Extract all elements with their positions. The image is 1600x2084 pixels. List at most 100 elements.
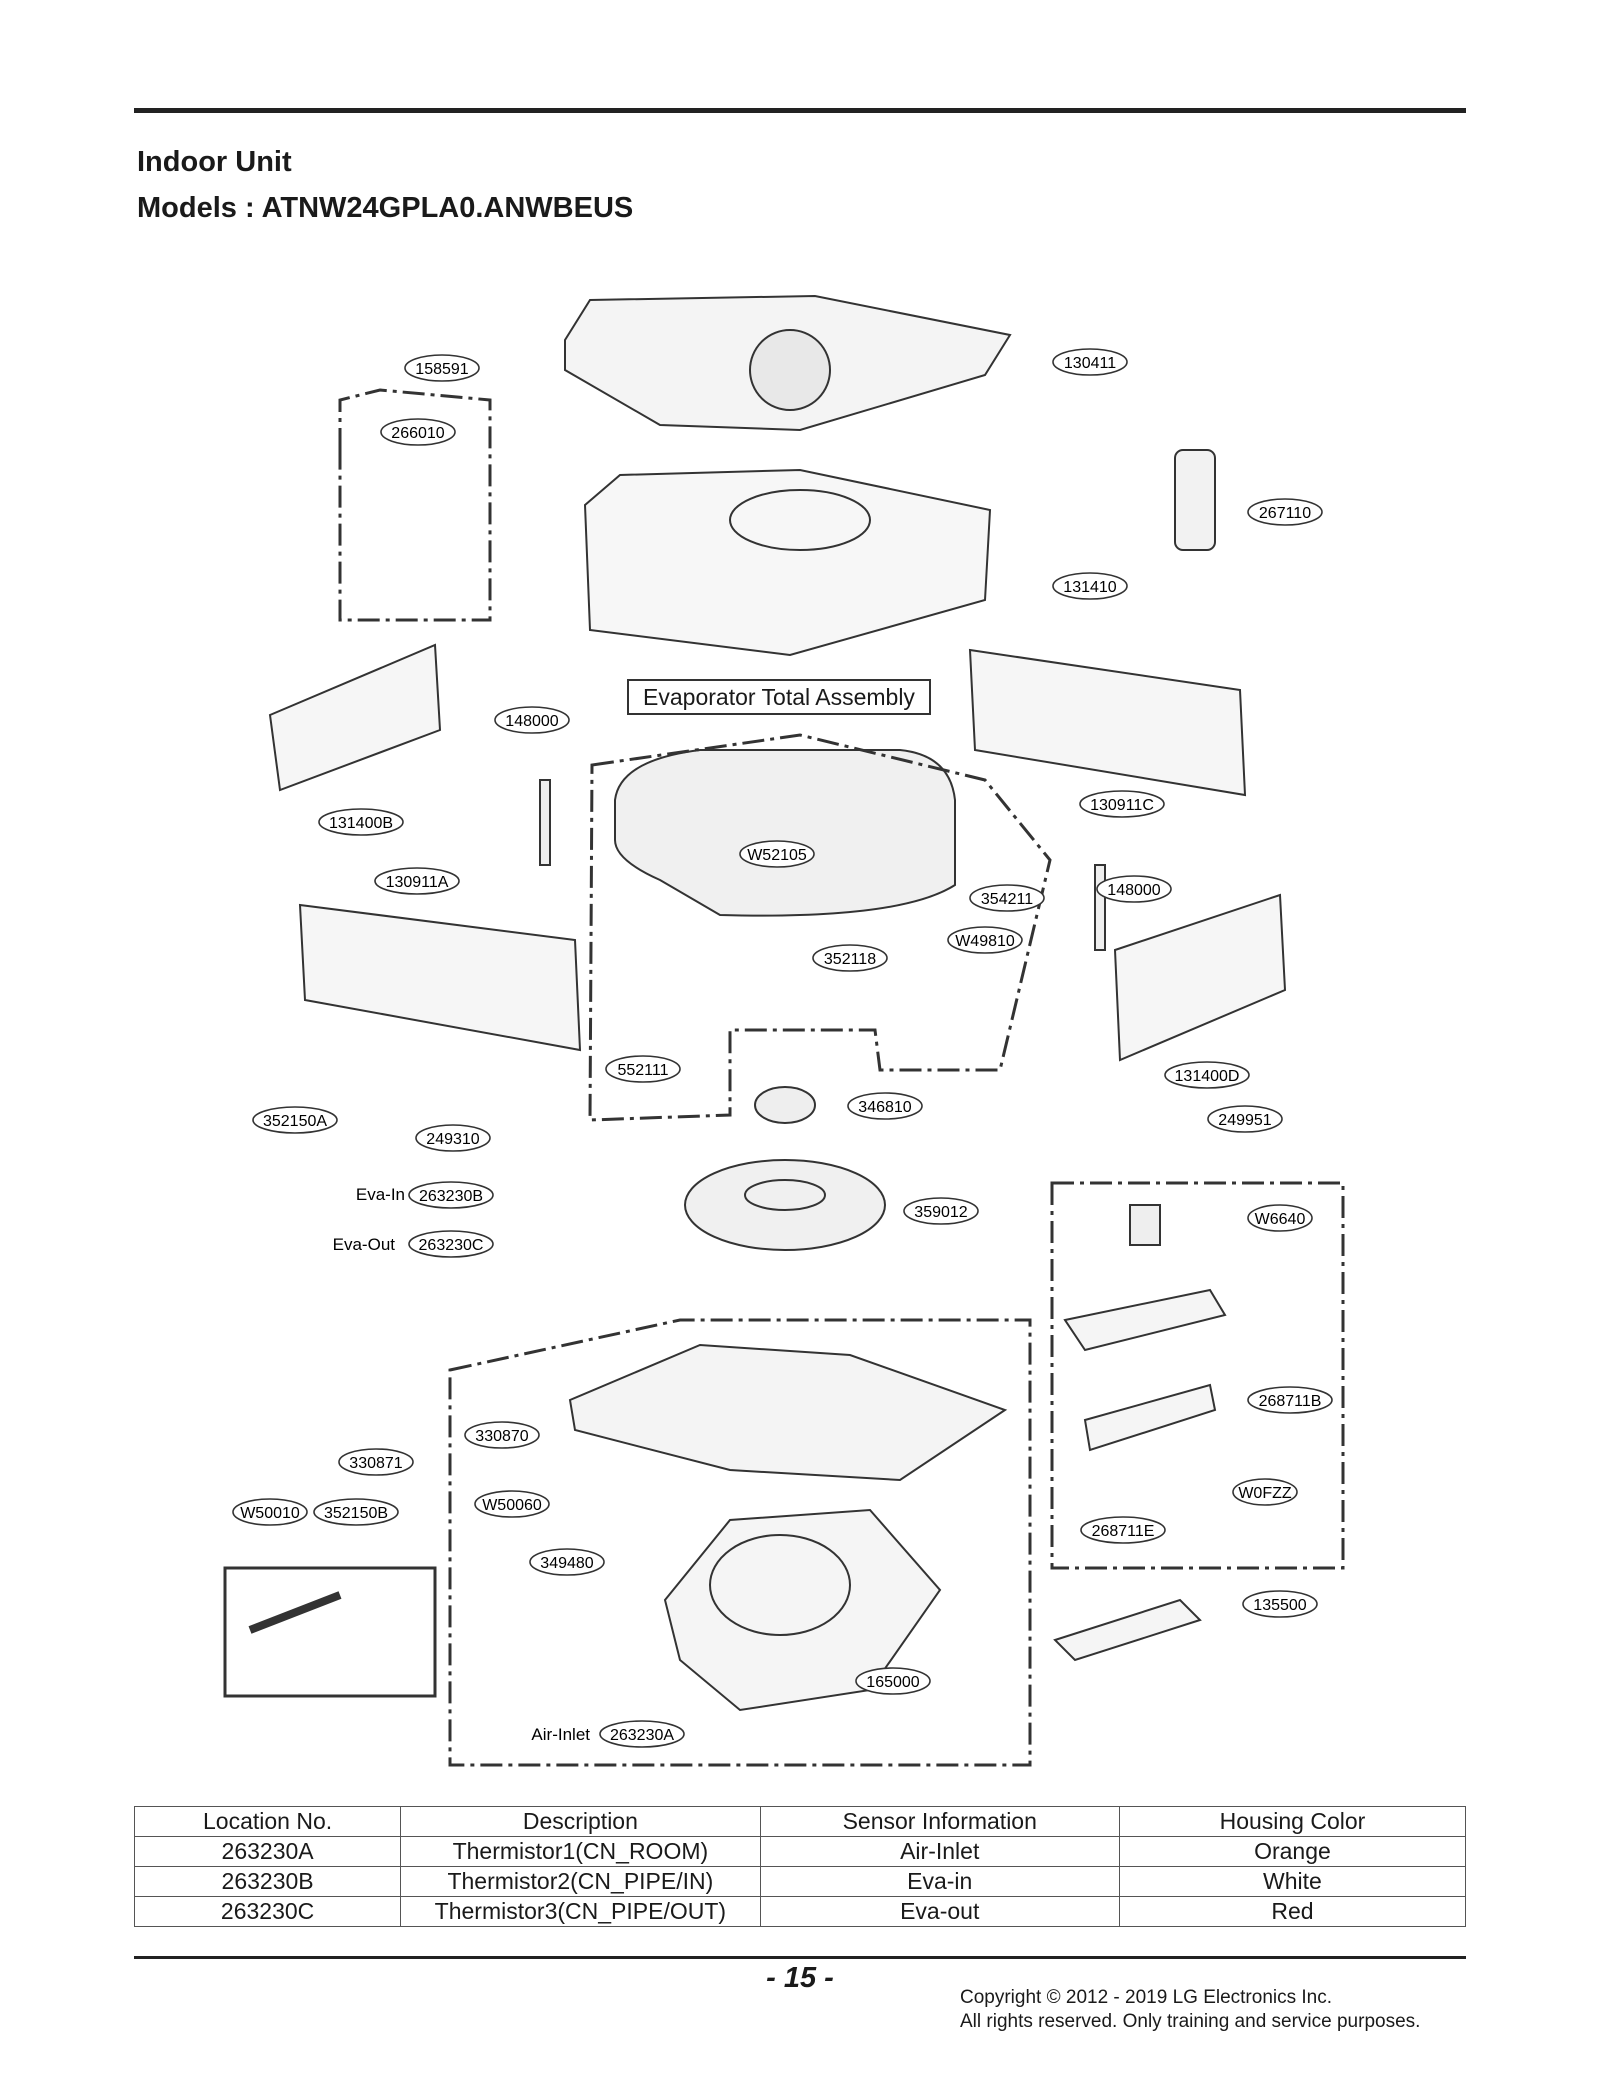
assembly-label: Evaporator Total Assembly xyxy=(643,684,915,710)
part-number-label: 268711E xyxy=(1092,1523,1155,1540)
part-number-label: 266010 xyxy=(391,425,444,442)
part-callout-bubble xyxy=(605,1055,681,1083)
part-number-label: 263230A xyxy=(610,1727,674,1744)
part-callout-bubble xyxy=(847,1092,923,1120)
part-number-label: 249310 xyxy=(426,1131,479,1148)
part-callout-bubble xyxy=(1079,790,1165,818)
drain-pump-outline xyxy=(338,388,492,622)
table-header: Sensor Information xyxy=(759,1806,1120,1837)
part-callout-bubble xyxy=(1052,348,1128,376)
table-cell: 263230C xyxy=(133,1896,402,1927)
table-cell: Orange xyxy=(1118,1836,1467,1867)
part-number-label: 346810 xyxy=(858,1099,911,1116)
table-cell: Thermistor1(CN_ROOM) xyxy=(400,1836,761,1867)
table-row: 263230C Thermistor3(CN_PIPE/OUT) Eva-out… xyxy=(133,1896,1467,1927)
evaporator-coil xyxy=(614,749,956,917)
part-callout-bubble xyxy=(313,1498,399,1526)
part-callout-bubble xyxy=(232,1498,308,1526)
sensor-tag-label: Eva-Out xyxy=(333,1235,396,1254)
bottom-rule xyxy=(134,1956,1466,1959)
part-callout-bubble xyxy=(529,1548,605,1576)
part-callout-bubble xyxy=(380,418,456,446)
part-number-label: W52105 xyxy=(747,847,807,864)
part-number-label: 130911C xyxy=(1090,797,1154,814)
part-callout-bubble xyxy=(404,354,480,382)
part-callout-bubble xyxy=(338,1448,414,1476)
copyright-notice: Copyright © 2012 - 2019 LG Electronics I… xyxy=(960,1986,1420,2034)
part-number-label: 349480 xyxy=(540,1555,593,1572)
part-number-label: W6640 xyxy=(1255,1211,1306,1228)
part-callout-bubble xyxy=(1096,875,1172,903)
table-header-row: Location No. Description Sensor Informat… xyxy=(133,1806,1467,1837)
copyright-line: Copyright © 2012 - 2019 LG Electronics I… xyxy=(960,1987,1333,2008)
fan-motor xyxy=(754,1086,816,1124)
part-callout-bubble xyxy=(947,926,1023,954)
evaporator-assembly-outline xyxy=(588,733,1052,1122)
table-cell: 263230A xyxy=(133,1836,402,1867)
part-number-label: 330871 xyxy=(349,1455,402,1472)
exploded-parts-diagram: Evaporator Total Assembly 158591 266010 13… xyxy=(223,294,1345,1767)
part-number-label: 354211 xyxy=(981,891,1033,908)
part-number-label: 330870 xyxy=(475,1428,528,1445)
part-callout-bubble xyxy=(464,1421,540,1449)
table-cell: Air-Inlet xyxy=(759,1836,1120,1867)
part-number-label: 263230B xyxy=(419,1188,483,1205)
side-panel-130911C xyxy=(968,648,1247,797)
part-callout-bubble xyxy=(415,1124,491,1152)
table-cell: Eva-out xyxy=(759,1896,1120,1927)
part-number-label: 131410 xyxy=(1063,579,1116,596)
drain-pan-assembly-outline xyxy=(448,1318,1032,1767)
part-number-label: 552111 xyxy=(617,1062,668,1079)
part-callout-bubble xyxy=(739,840,815,868)
part-callout-bubble xyxy=(1247,498,1323,526)
part-number-label: 268711B xyxy=(1259,1393,1322,1410)
table-header: Housing Color xyxy=(1118,1806,1467,1837)
table-row: 263230A Thermistor1(CN_ROOM) Air-Inlet O… xyxy=(133,1836,1467,1867)
copyright-line: All rights reserved. Only training and s… xyxy=(960,2011,1421,2032)
part-callout-bubble xyxy=(1164,1061,1250,1089)
part-callout-bubble xyxy=(408,1181,494,1209)
part-callout-bubble xyxy=(1247,1386,1333,1414)
sensor-tag-label: Eva-In xyxy=(356,1185,405,1204)
part-callout-bubble xyxy=(318,808,404,836)
part-number-label: W49810 xyxy=(955,933,1015,950)
part-number-label: 165000 xyxy=(866,1674,919,1691)
drain-pan xyxy=(568,1343,1008,1482)
part-number-label: W50010 xyxy=(240,1505,300,1522)
part-callout-bubble xyxy=(855,1667,931,1695)
bell-mouth xyxy=(663,1508,942,1712)
part-number-label: 249951 xyxy=(1218,1112,1271,1129)
part-number-label: 135500 xyxy=(1253,1597,1306,1614)
side-panel-130911A xyxy=(298,903,582,1052)
page-title: Indoor Unit xyxy=(137,146,292,178)
part-callout-bubble xyxy=(474,1490,550,1518)
part-number-label: 148000 xyxy=(505,713,558,730)
part-callout-bubble xyxy=(1242,1590,1318,1618)
thermistor-table: Location No. Description Sensor Informat… xyxy=(133,1806,1467,1927)
turbo-fan xyxy=(684,1159,886,1251)
models-subtitle: Models : ATNW24GPLA0.ANWBEUS xyxy=(137,192,634,224)
part-callout-bubble xyxy=(903,1197,979,1225)
part-number-label: 267110 xyxy=(1259,505,1311,522)
table-row: 263230B Thermistor2(CN_PIPE/IN) Eva-in W… xyxy=(133,1866,1467,1897)
part-number-label: 158591 xyxy=(415,361,468,378)
part-callout-bubble xyxy=(1052,572,1128,600)
part-number-label: 263230C xyxy=(419,1237,484,1254)
part-callout-bubble xyxy=(1080,1516,1166,1544)
sensor-tag-label: Air-Inlet xyxy=(531,1725,590,1744)
part-number-label: 352118 xyxy=(824,951,876,968)
table-header: Location No. xyxy=(133,1806,402,1837)
part-callout-bubble xyxy=(812,944,888,972)
top-rule xyxy=(134,108,1466,113)
part-number-label: 130411 xyxy=(1064,355,1116,372)
side-panel-131400B xyxy=(268,643,442,792)
remote-controller xyxy=(1174,449,1216,551)
page-number: - 15 - xyxy=(766,1962,834,1994)
part-number-label: W50060 xyxy=(482,1497,542,1514)
part-number-label: W0FZZ xyxy=(1238,1485,1292,1502)
part-callout-bubble xyxy=(374,867,460,895)
part-number-label: 352150B xyxy=(324,1505,388,1522)
part-callout-bubble xyxy=(1232,1478,1298,1506)
table-cell: White xyxy=(1118,1866,1467,1897)
part-callout-bubble xyxy=(1207,1105,1283,1133)
